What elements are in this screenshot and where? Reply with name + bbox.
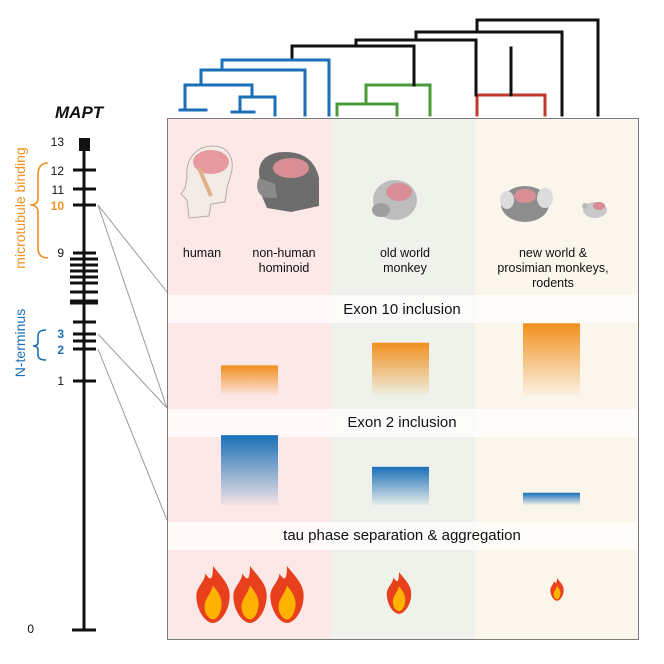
mapt-gene-diagram bbox=[29, 138, 168, 632]
n-terminus-bracket bbox=[32, 329, 47, 361]
flame-icon bbox=[550, 578, 564, 601]
human-head-illustration bbox=[180, 145, 233, 219]
microtubule-bracket bbox=[29, 162, 49, 259]
exon-ticks bbox=[70, 168, 98, 632]
species-label-newworld-2: prosimian monkeys, bbox=[497, 261, 609, 275]
microtubule-binding-label: microtubule binding bbox=[12, 147, 28, 269]
oldworld-monkey-illustration bbox=[372, 180, 417, 220]
exon10-bar-1 bbox=[372, 342, 429, 395]
exon2-bar-0 bbox=[221, 435, 278, 505]
species-label-hominoid-1: non-human bbox=[252, 246, 316, 260]
species-label-hominoid-2: hominoid bbox=[258, 261, 310, 275]
flame-icon bbox=[270, 566, 304, 623]
exon-label-10: 10 bbox=[50, 199, 64, 213]
tree-branch-redlink bbox=[474, 46, 513, 97]
flame-inner bbox=[392, 586, 406, 612]
flame-icon bbox=[196, 566, 230, 623]
exon-label-11: 11 bbox=[51, 183, 64, 197]
species-label-newworld-1: new world & bbox=[518, 246, 588, 260]
exon-label-0: 0 bbox=[27, 622, 34, 636]
exon10-band bbox=[168, 295, 638, 323]
tree-branch-green bbox=[335, 83, 432, 117]
connector-lines bbox=[97, 204, 168, 521]
n-terminus-label: N-terminus bbox=[12, 308, 28, 378]
tree-branch-4 bbox=[290, 44, 416, 77]
exon2-band bbox=[168, 409, 638, 437]
flame-icon bbox=[386, 572, 412, 614]
hominoid-head-illustration bbox=[257, 152, 319, 212]
flame-inner bbox=[278, 585, 296, 620]
flame-inner bbox=[204, 585, 222, 620]
exon-13-block bbox=[79, 138, 90, 151]
exon10-bar-0 bbox=[221, 365, 278, 395]
tree-branch-outer bbox=[475, 18, 600, 117]
exon10-section-title: Exon 10 inclusion bbox=[343, 301, 461, 318]
phylogenetic-tree bbox=[178, 18, 600, 117]
rodent-illustration bbox=[582, 202, 607, 218]
flame-inner bbox=[241, 585, 259, 620]
exon-label-2: 2 bbox=[57, 343, 64, 357]
exon10-bar-2 bbox=[523, 323, 580, 395]
exon2-bar-2 bbox=[523, 492, 580, 505]
tree-branch-red bbox=[475, 93, 547, 117]
flame-icon bbox=[233, 566, 267, 623]
exon-label-1: 1 bbox=[57, 374, 64, 388]
newworld-monkey-illustration bbox=[500, 186, 553, 222]
exon-label-12: 12 bbox=[50, 164, 64, 178]
tree-branch-blue bbox=[183, 58, 331, 117]
tau-band bbox=[168, 522, 638, 550]
tau-section-title: tau phase separation & aggregation bbox=[283, 527, 521, 544]
flame-inner bbox=[553, 585, 561, 600]
gene-title: MAPT bbox=[55, 103, 104, 122]
exon2-bar-1 bbox=[372, 466, 429, 505]
exon-label-13: 13 bbox=[50, 135, 64, 149]
exon-label-9: 9 bbox=[57, 246, 64, 260]
species-illustrations bbox=[180, 145, 607, 222]
species-label-oldworld-1: old world bbox=[379, 246, 431, 260]
species-label-newworld-3: rodents bbox=[532, 276, 574, 290]
species-label-human: human bbox=[182, 246, 222, 260]
exon-label-3: 3 bbox=[57, 327, 64, 341]
exon2-section-title: Exon 2 inclusion bbox=[347, 414, 457, 431]
species-label-oldworld-2: monkey bbox=[383, 261, 427, 275]
